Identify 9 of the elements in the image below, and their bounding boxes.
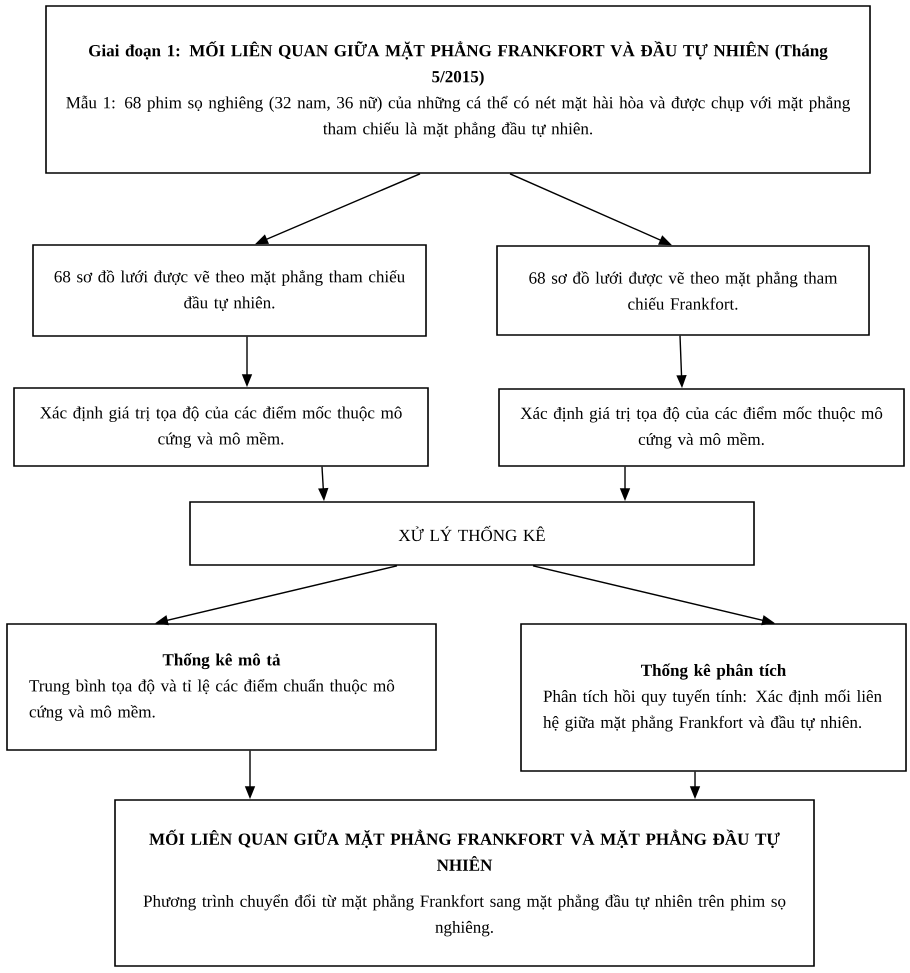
process-box: 68 sơ đồ lưới được vẽ theo mặt phẳng tham chiếu đầu tự nhiên.: [32, 244, 427, 337]
process-box: Xác định giá trị tọa độ của các điểm mốc thuộc mô cứng và mô mềm.: [13, 387, 429, 467]
process-box: Giai đoạn 1: MỐI LIÊN QUAN GIỮA MẶT PHẲNG FRANKFORT VÀ ĐẦU TỰ NHIÊN (Tháng 5/2015) Mẫu 1: 68 phim sọ nghiêng (32 nam, 36 nữ) của những cá thể có nét mặt hài hòa và được chụp với mặt phẳng tham chiếu là mặt phẳng đầu tự nhiên.: [45, 5, 871, 174]
process-box: MỐI LIÊN QUAN GIỮA MẶT PHẲNG FRANKFORT VÀ MẶT PHẲNG ĐẦU TỰ NHIÊN Phương trình chuyển đổi từ mặt phẳng Frankfort sang mặt phẳng đầu tự nhiên trên phim sọ nghiêng.: [114, 799, 815, 967]
process-box: XỬ LÝ THỐNG KÊ: [189, 501, 755, 566]
process-box: Xác định giá trị tọa độ của các điểm mốc thuộc mô cứng và mô mềm.: [498, 388, 905, 467]
process-box: Thống kê mô tả Trung bình tọa độ và tỉ lệ các điểm chuẩn thuộc mô cứng và mô mềm.: [6, 623, 437, 751]
process-box: 68 sơ đồ lưới được vẽ theo mặt phẳng tham chiếu Frankfort.: [496, 245, 870, 336]
process-box: Thống kê phân tích Phân tích hồi quy tuyến tính: Xác định mối liên hệ giữa mặt phẳng Frankfort và đầu tự nhiên.: [520, 623, 907, 772]
